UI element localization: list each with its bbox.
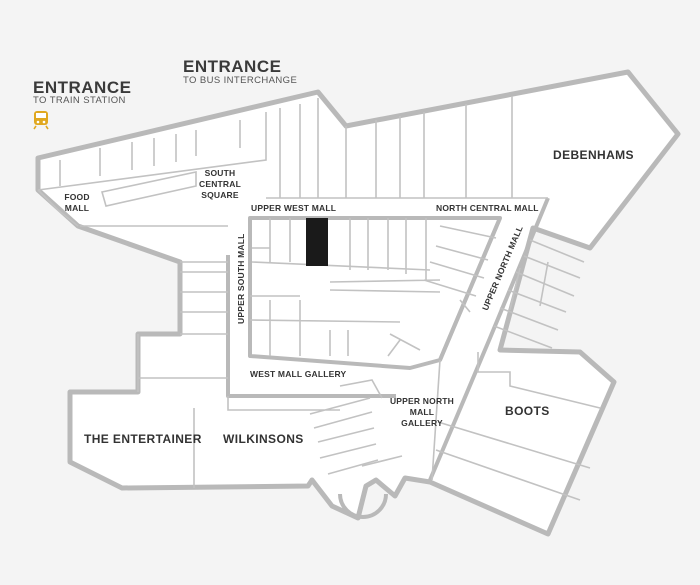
area-west-mall-gallery: WEST MALL GALLERY — [250, 369, 347, 379]
south-entrance-bump — [338, 493, 388, 519]
area-south-central-square: SOUTH CENTRAL SQUARE — [198, 168, 241, 200]
store-boots[interactable]: BOOTS — [505, 404, 550, 418]
bus-entrance-subtitle: TO BUS INTERCHANGE — [183, 75, 298, 86]
train-entrance-subtitle: TO TRAIN STATION — [33, 95, 126, 106]
store-the-entertainer[interactable]: THE ENTERTAINER — [84, 432, 202, 446]
train-icon — [33, 111, 49, 130]
train-entrance-title: ENTRANCE — [33, 78, 132, 97]
area-food-mall: FOOD MALL — [64, 192, 90, 213]
store-wilkinsons[interactable]: WILKINSONS — [223, 432, 304, 446]
area-north-central-mall: NORTH CENTRAL MALL — [436, 203, 539, 213]
northeast-shops — [493, 239, 585, 349]
north-shops — [37, 96, 548, 199]
area-upper-west-mall: UPPER WEST MALL — [251, 203, 337, 213]
west-lower — [137, 334, 403, 488]
north-corridor — [428, 197, 550, 481]
store-debenhams[interactable]: DEBENHAMS — [553, 148, 634, 162]
block-shops — [249, 218, 497, 357]
bus-entrance-title: ENTRANCE — [183, 57, 282, 76]
food-mall-shops — [37, 171, 228, 335]
building-outline — [35, 69, 681, 537]
highlighted-unit[interactable] — [306, 218, 328, 266]
boots-shops — [431, 352, 601, 501]
area-upper-north-mall-gallery: UPPER NORTH MALL GALLERY — [389, 396, 455, 428]
area-upper-south-mall: UPPER SOUTH MALL — [236, 233, 246, 324]
